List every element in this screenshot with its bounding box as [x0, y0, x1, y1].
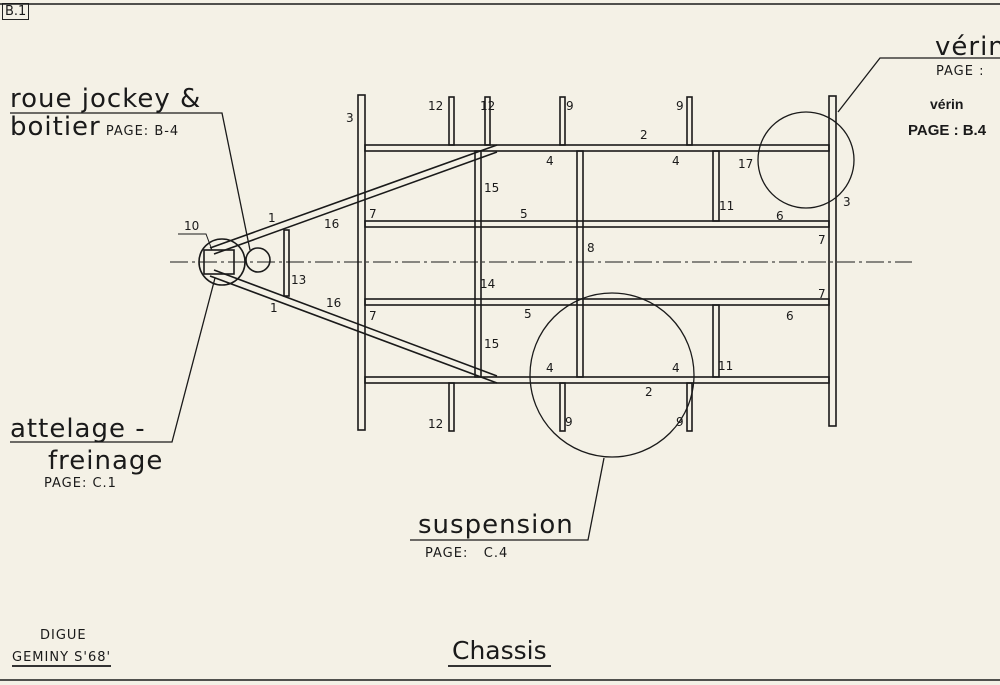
footer-model: GEMINY S'68' — [12, 650, 112, 667]
rail-inner-bottom — [364, 298, 830, 306]
part-label: 8 — [587, 241, 595, 255]
outrigger — [448, 96, 455, 146]
part-label: 4 — [546, 154, 554, 168]
jockey-leader — [10, 112, 251, 251]
part-label: 7 — [369, 207, 377, 221]
suspension-detail-circle — [529, 292, 695, 458]
part-label: 3 — [346, 111, 354, 125]
member-8 — [576, 150, 584, 378]
verin-callout-title: vérin — [935, 32, 1000, 62]
part-label: 4 — [672, 361, 680, 375]
part-label: 9 — [566, 99, 574, 113]
part-label: 5 — [520, 207, 528, 221]
part-label: 12 — [428, 417, 443, 431]
rear-crossmember — [828, 95, 837, 427]
part-label: 11 — [719, 199, 734, 213]
rail-top — [364, 144, 830, 152]
jockey-callout: boitier PAGE: B-4 — [10, 112, 179, 142]
drawbar-top — [209, 144, 498, 255]
part-number-labels: 3 12 12 9 9 2 4 4 17 11 15 1 16 7 5 6 7 … — [184, 99, 851, 431]
attelage-callout-title-2: freinage — [48, 446, 164, 476]
part-label: 13 — [291, 273, 306, 287]
part-label: 9 — [676, 415, 684, 429]
part-label: 6 — [776, 209, 784, 223]
verin-leader — [837, 57, 1000, 113]
rail-inner-top — [364, 220, 830, 228]
drawbar-bottom — [209, 269, 498, 384]
part-label: 2 — [640, 128, 648, 142]
part-10-leader — [178, 233, 213, 251]
part-label: 5 — [524, 307, 532, 321]
rail-bottom — [364, 376, 830, 384]
part-label: 12 — [480, 99, 495, 113]
part-label: 11 — [718, 359, 733, 373]
verin-overlay-title: vérin — [930, 96, 964, 112]
part-label: 1 — [268, 211, 276, 225]
part-label: 14 — [480, 277, 495, 291]
part-label: 10 — [184, 219, 199, 233]
part-label: 17 — [738, 157, 753, 171]
part-label: 9 — [676, 99, 684, 113]
outrigger — [559, 96, 566, 146]
part-label: 16 — [326, 296, 341, 310]
suspension-leader — [410, 457, 605, 541]
footer-model-quote: DIGUE — [40, 628, 87, 643]
part-label: 7 — [369, 309, 377, 323]
jockey-wheel-circle — [245, 247, 271, 273]
verin-detail-circle — [757, 111, 855, 209]
part-label: 7 — [818, 287, 826, 301]
suspension-callout-title: suspension — [418, 510, 574, 540]
part-label: 12 — [428, 99, 443, 113]
member-11-bottom — [712, 304, 720, 378]
member-13 — [283, 229, 290, 297]
hitch-circle — [198, 238, 246, 286]
part-label: 15 — [484, 337, 499, 351]
member-14 — [474, 150, 482, 378]
jockey-callout-title-2: boitier — [10, 112, 101, 142]
outrigger — [686, 96, 693, 146]
part-label: 4 — [672, 154, 680, 168]
jockey-callout-page: PAGE: B-4 — [105, 124, 180, 139]
part-label: 6 — [786, 309, 794, 323]
part-label: 4 — [546, 361, 554, 375]
attelage-callout-page: PAGE: C.1 — [44, 476, 117, 491]
suspension-callout-page: PAGE: C.4 — [425, 546, 509, 561]
part-label: 7 — [818, 233, 826, 247]
footer-title: Chassis — [448, 636, 551, 667]
outrigger — [559, 382, 566, 432]
hitch-head — [203, 249, 235, 275]
part-label: 16 — [324, 217, 339, 231]
jockey-callout-title: roue jockey & — [10, 84, 202, 114]
front-crossmember — [357, 94, 366, 431]
part-label: 15 — [484, 181, 499, 195]
verin-overlay-page: PAGE : B.4 — [908, 122, 987, 139]
part-label: 9 — [565, 415, 573, 429]
part-label: 1 — [270, 301, 278, 315]
verin-callout-page: PAGE : — [936, 64, 985, 79]
attelage-callout-title: attelage - — [10, 414, 146, 444]
outrigger — [448, 382, 455, 432]
part-label: 2 — [645, 385, 653, 399]
member-11-top — [712, 150, 720, 222]
part-label: 3 — [843, 195, 851, 209]
outrigger — [484, 96, 491, 146]
attelage-leader — [10, 277, 216, 443]
